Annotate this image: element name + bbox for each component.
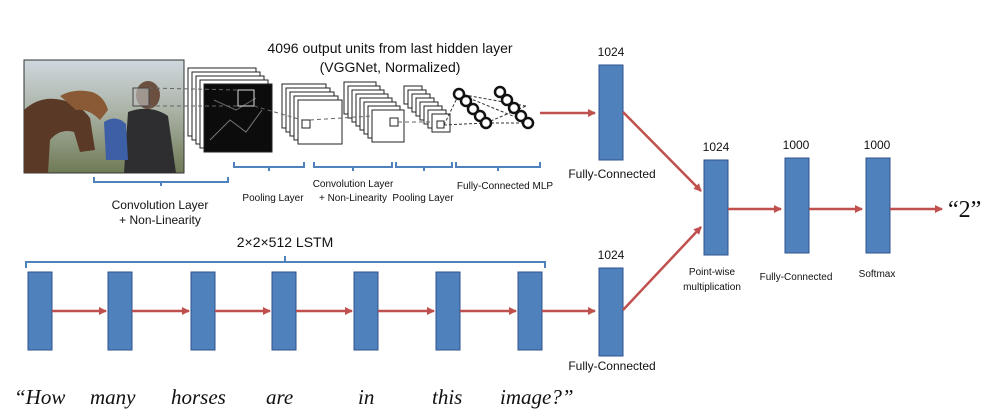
lstm-label: 2×2×512 LSTM xyxy=(237,234,334,250)
pool2-label: Pooling Layer xyxy=(392,193,454,204)
fusion-label-line1: Point-wise xyxy=(689,267,736,278)
bracket-pool2 xyxy=(395,162,453,171)
question-word-7: image?” xyxy=(500,385,574,409)
image-fc-units: 1024 xyxy=(598,45,625,59)
person-body xyxy=(124,108,176,173)
conv2-label-line1: Convolution Layer xyxy=(313,179,394,190)
question-word-2: many xyxy=(90,385,136,409)
softmax-block xyxy=(865,157,891,254)
horse-shape-2 xyxy=(60,90,108,120)
image-fc-label: Fully-Connected xyxy=(568,167,655,181)
lstm-cell-4 xyxy=(271,271,297,351)
question-fc-label: Fully-Connected xyxy=(568,359,655,373)
arrow-image-fc-to-fusion xyxy=(622,111,702,192)
classifier-fc-units: 1000 xyxy=(783,138,810,152)
lstm-cell-5 xyxy=(353,271,379,351)
fusion-label-line2: multiplication xyxy=(683,282,741,293)
fusion-units: 1024 xyxy=(703,140,730,154)
question-word-3: horses xyxy=(171,385,226,409)
bracket-conv2 xyxy=(313,162,393,171)
lstm-cell-2 xyxy=(107,271,133,351)
lstm-cell-6 xyxy=(435,271,461,351)
question-words: “How many horses are in this image?” xyxy=(14,385,574,409)
pool1-label: Pooling Layer xyxy=(242,193,304,204)
horse-shape xyxy=(24,98,95,173)
question-word-5: in xyxy=(358,385,374,409)
image-fc-block xyxy=(598,64,624,161)
feature-map-stack-conv2 xyxy=(343,81,405,143)
receptive-field-box xyxy=(132,87,150,107)
bracket-pool1 xyxy=(233,162,305,171)
question-word-6: this xyxy=(432,385,462,409)
classifier-fc-block xyxy=(784,157,810,254)
question-fc-block xyxy=(598,267,624,357)
cnn-header-line1: 4096 output units from last hidden layer xyxy=(267,40,512,56)
conv2-label-line2: + Non-Linearity xyxy=(319,193,387,204)
bracket-lstm xyxy=(25,256,546,268)
input-image xyxy=(23,59,185,174)
feature-map-stack-pool2 xyxy=(403,85,451,133)
feature-map-stack-conv1 xyxy=(187,67,273,153)
classifier-fc-label: Fully-Connected xyxy=(760,272,833,283)
mlp-label: Fully-Connected MLP xyxy=(457,181,553,192)
fusion-block xyxy=(703,159,729,256)
mlp-nodes xyxy=(443,85,535,130)
arrow-question-fc-to-fusion xyxy=(622,226,702,311)
softmax-units: 1000 xyxy=(864,138,891,152)
question-fc-units: 1024 xyxy=(598,248,625,262)
question-word-4: are xyxy=(266,385,293,409)
conv1-label-line2: + Non-Linearity xyxy=(119,213,201,227)
softmax-label: Softmax xyxy=(859,269,896,280)
lstm-cell-7 xyxy=(517,271,543,351)
cnn-header-line2: (VGGNet, Normalized) xyxy=(320,59,461,75)
lstm-chain xyxy=(27,271,596,351)
conv1-kernel-box xyxy=(237,89,255,107)
conv1-label-line1: Convolution Layer xyxy=(112,198,209,212)
question-word-1: “How xyxy=(14,385,65,409)
lstm-cell-3 xyxy=(190,271,216,351)
child-shape xyxy=(104,118,128,160)
bracket-mlp xyxy=(455,162,541,171)
bracket-conv1 xyxy=(93,177,229,186)
lstm-cell-1 xyxy=(27,271,53,351)
feature-map-stack-pool1 xyxy=(281,83,343,145)
answer-text: “2” xyxy=(948,197,981,223)
